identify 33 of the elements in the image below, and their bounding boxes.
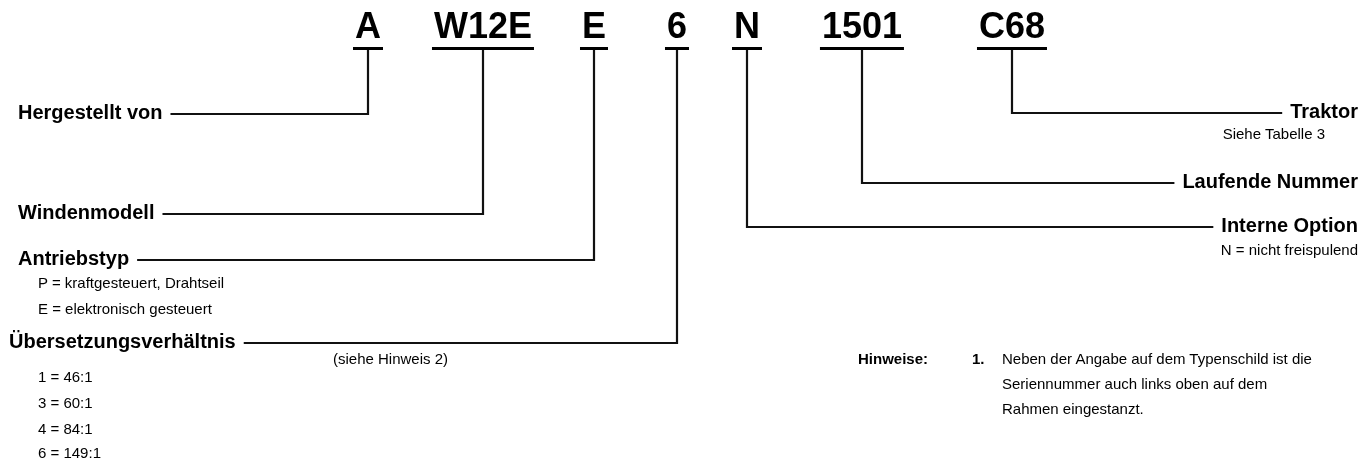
field-label: Traktor xyxy=(1282,98,1358,124)
field-label: Windenmodell xyxy=(18,199,163,225)
code-segment: 1501 xyxy=(819,8,905,50)
leader-line xyxy=(1010,50,1283,115)
leader-line xyxy=(860,50,1175,185)
option-text: E = elektronisch gesteuert xyxy=(38,300,212,318)
field-label: Interne Option xyxy=(1213,212,1358,238)
option-text: P = kraftgesteuert, Drahtseil xyxy=(38,274,225,292)
code-segment: E xyxy=(580,8,608,50)
notes-heading: Hinweise: xyxy=(858,349,929,369)
code-segment: 6 xyxy=(665,8,689,50)
option-text: N = nicht freispulend xyxy=(1220,241,1358,259)
note-number: 1. xyxy=(972,349,985,369)
option-text: 3 = 60:1 xyxy=(38,394,93,412)
code-segment: C68 xyxy=(977,8,1047,50)
note-text: Neben der Angabe auf dem Typenschild ist die Seriennummer auch links oben auf dem Rahmen eingestanzt. xyxy=(1002,349,1313,419)
hint-reference: (siehe Hinweis 2) xyxy=(333,349,449,369)
code-segment: A xyxy=(353,8,383,50)
leader-line xyxy=(243,50,679,345)
option-text: 6 = 149:1 xyxy=(38,444,101,462)
field-label: Übersetzungsverhältnis xyxy=(9,328,244,354)
leader-line xyxy=(137,50,596,262)
field-label: Hergestellt von xyxy=(18,99,171,125)
option-text: 4 = 84:1 xyxy=(38,420,93,438)
leader-line xyxy=(745,50,1214,229)
leader-line xyxy=(170,50,370,116)
option-text: Siehe Tabelle 3 xyxy=(1222,125,1325,143)
option-text: 1 = 46:1 xyxy=(38,368,93,386)
leader-line xyxy=(162,50,485,216)
code-segment: W12E xyxy=(432,8,534,50)
field-label: Antriebstyp xyxy=(18,245,138,271)
field-label: Laufende Nummer xyxy=(1174,168,1358,194)
code-segment: N xyxy=(732,8,762,50)
